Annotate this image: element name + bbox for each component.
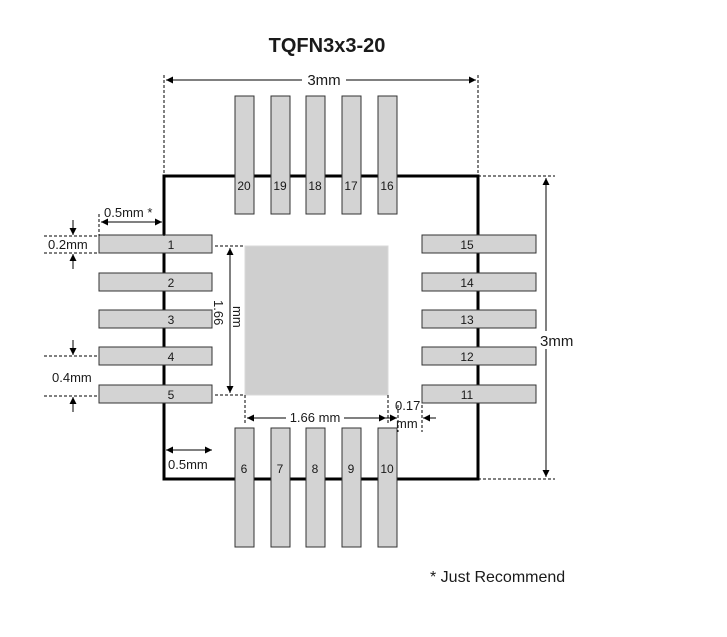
pad-pin-8: [305, 427, 326, 548]
top-width-label-bg: [302, 70, 346, 88]
pad-pin-20: [234, 95, 255, 215]
pad-pin-18: [305, 95, 326, 215]
epad-width-label: 1.66 mm: [290, 410, 341, 425]
diagram-title: TQFN3x3-20: [269, 35, 386, 57]
exposed-pad: [244, 245, 389, 396]
pad-pin-16: [377, 95, 398, 215]
pin-label-10: 10: [380, 462, 394, 476]
pin-label-5: 5: [168, 388, 175, 402]
footnote: * Just Recommend: [430, 569, 565, 586]
pad-length-label: 0.5mm *: [104, 205, 152, 220]
pad-pin-11: [421, 384, 537, 404]
pad-pin-4: [98, 346, 213, 366]
right-height-label-bg: [540, 331, 580, 349]
pad-pin-1: [98, 234, 213, 254]
epad-height-value: 1.66: [211, 300, 226, 325]
pin-label-1: 1: [168, 238, 175, 252]
pin-label-17: 17: [344, 179, 358, 193]
pin-label-18: 18: [308, 179, 322, 193]
pin-label-3: 3: [168, 313, 175, 327]
pin-label-13: 13: [460, 313, 474, 327]
pin-label-11: 11: [461, 388, 474, 402]
pin-label-20: 20: [237, 179, 251, 193]
pin-label-9: 9: [348, 462, 355, 476]
pad-pin-19: [270, 95, 291, 215]
pad-pin-2: [98, 272, 213, 292]
gap-value: 0.17: [395, 398, 420, 413]
pin-label-8: 8: [312, 462, 319, 476]
pin-label-7: 7: [277, 462, 284, 476]
pin-label-2: 2: [168, 276, 175, 290]
pad-pin-5: [98, 384, 213, 404]
pad-pin-9: [341, 427, 362, 548]
gap-unit: mm: [396, 416, 418, 431]
pad-pin-3: [98, 309, 213, 329]
pad-pin-15: [421, 234, 537, 254]
pin-label-19: 19: [273, 179, 287, 193]
pad-pin-12: [421, 346, 537, 366]
pad-pin-17: [341, 95, 362, 215]
pad-pin-14: [421, 272, 537, 292]
pin-label-6: 6: [241, 462, 248, 476]
pad-pin-6: [234, 427, 255, 548]
pad-pin-10: [377, 427, 398, 548]
pad-pin-7: [270, 427, 291, 548]
pitch-label: 0.4mm: [52, 370, 92, 385]
pin-label-4: 4: [168, 350, 175, 364]
pad-pin-13: [421, 309, 537, 329]
epad-width-label-bg: [286, 409, 344, 425]
pin-label-12: 12: [460, 350, 474, 364]
right-height-label: 3mm: [540, 333, 573, 350]
top-width-label: 3mm: [307, 72, 340, 89]
epad-height-unit: mm: [230, 306, 245, 328]
pin-label-15: 15: [460, 238, 474, 252]
pin-label-14: 14: [460, 276, 474, 290]
pad-width-label: 0.2mm: [48, 237, 88, 252]
pin-label-16: 16: [380, 179, 394, 193]
inset-label: 0.5mm: [168, 457, 208, 472]
